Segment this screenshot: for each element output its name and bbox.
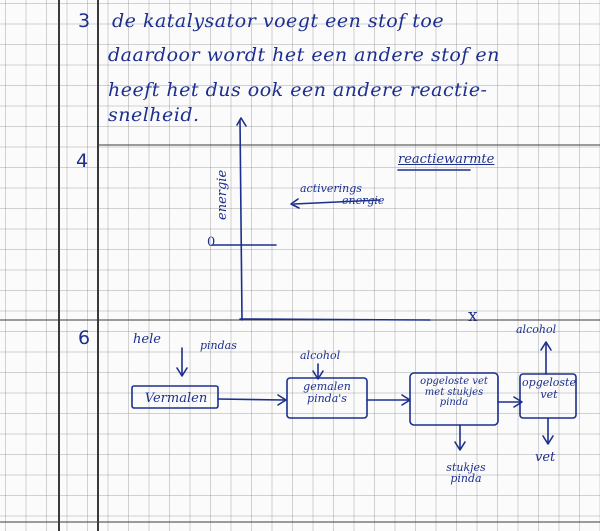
activation-label-line-1: activerings [300, 182, 362, 195]
x-axis [239, 318, 431, 321]
answer-3-line-1: de katalysator voegt een stof toe [112, 10, 445, 32]
reaction-heat-title: reactiewarmte [398, 152, 495, 167]
alcohol-input-label: alcohol [300, 349, 341, 362]
zero-mark: 0 [207, 235, 216, 250]
margin-rule-left [58, 0, 60, 531]
margin-rule-right [97, 0, 99, 531]
answer-3-line-2: daardoor wordt het een andere stof en [108, 44, 500, 66]
vet-out-arrowhead [542, 435, 554, 445]
arrow-3-4-head [513, 396, 523, 408]
alcohol-out-arrowhead [540, 341, 552, 351]
stukjes-output-label: stukjes pinda [446, 461, 486, 485]
answer-3-line-3: heeft het dus ook een andere reactie- [108, 79, 488, 101]
alcohol-in-arrowhead [312, 370, 324, 380]
box-1-label: Vermalen [144, 391, 208, 406]
box-4-label: opgeloste vet [522, 376, 576, 401]
activation-arrow [293, 199, 381, 205]
alcohol-output-label: alcohol [516, 323, 557, 336]
input-label-hele: hele [133, 332, 161, 347]
x-mark: x [468, 306, 478, 326]
box-3-label: opgeloste vet met stukjes pinda [420, 376, 488, 408]
arrow-1-2 [217, 398, 285, 401]
answer-3-line-4: snelheid. [108, 104, 200, 126]
box-2-gemalen [286, 377, 368, 419]
stukjes-out-arrowhead [454, 441, 466, 451]
box-2-label: gemalen pinda's [303, 380, 351, 405]
question-number-3: 3 [78, 10, 91, 32]
y-axis [239, 119, 243, 321]
question-number-4: 4 [76, 150, 89, 172]
activation-arrowhead [290, 198, 300, 209]
box-1-vermalen [131, 385, 219, 409]
input-label-pindas: pindas [200, 339, 237, 352]
vet-output-label: vet [535, 450, 556, 465]
box-3-opgelost [409, 372, 499, 426]
y-axis-arrowhead [236, 117, 247, 127]
input-arrowhead [176, 367, 188, 377]
question-number-6: 6 [78, 327, 91, 349]
arrow-1-2-head [277, 394, 287, 406]
box-4-vet [519, 373, 577, 419]
